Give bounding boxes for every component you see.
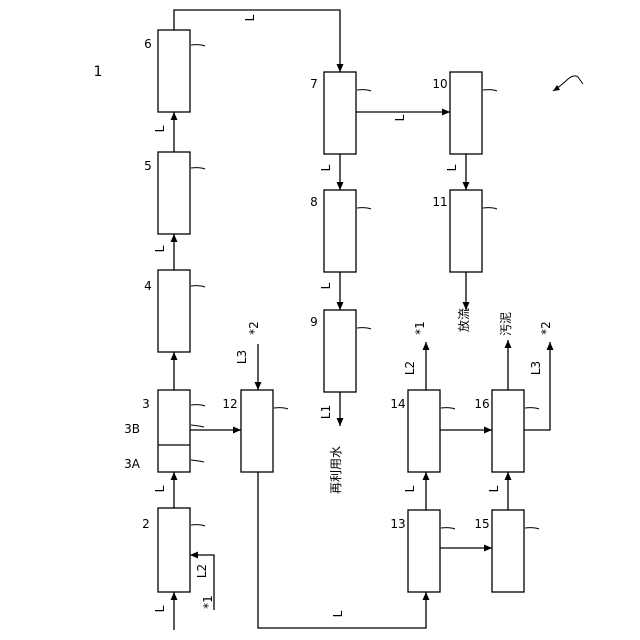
figure-ref-label: 1 — [94, 64, 103, 80]
label-L-10-11: L — [445, 164, 459, 171]
output-reuse-water: 再利用水 — [329, 446, 343, 494]
box-7 — [324, 72, 356, 154]
marker-1-out: *1 — [413, 321, 427, 335]
marker-2-in: *2 — [247, 321, 261, 335]
label-box-5: 5 — [144, 159, 152, 173]
box-9 — [324, 310, 356, 392]
label-L-bottom: L — [331, 610, 345, 617]
box-10 — [450, 72, 482, 154]
label-L-top: L — [243, 14, 257, 21]
label-L-2-3: L — [153, 485, 167, 492]
label-box-11: 11 — [432, 195, 447, 209]
label-L-15-16: L — [487, 485, 501, 492]
box-3 — [158, 390, 190, 472]
label-L1: L1 — [319, 405, 333, 419]
box-12 — [241, 390, 273, 472]
output-sludge: 汚泥 — [499, 312, 513, 336]
label-box-10: 10 — [432, 77, 447, 91]
box-11 — [450, 190, 482, 272]
label-L-7-10: L — [393, 114, 407, 121]
flow-16-L3-out — [524, 342, 550, 430]
output-discharge: 放流 — [456, 308, 471, 332]
label-box-9: 9 — [310, 315, 318, 329]
box-4 — [158, 270, 190, 352]
box-13 — [408, 510, 440, 592]
marker-2-out: *2 — [539, 321, 553, 335]
marker-1-inlet: *1 — [201, 595, 215, 609]
box-14 — [408, 390, 440, 472]
label-box-3B: 3B — [124, 422, 140, 436]
box-15 — [492, 510, 524, 592]
label-L-7-8: L — [319, 164, 333, 171]
label-L-inlet: L — [153, 605, 167, 612]
label-box-8: 8 — [310, 195, 318, 209]
box-16 — [492, 390, 524, 472]
label-box-12: 12 — [222, 397, 237, 411]
label-box-6: 6 — [144, 37, 152, 51]
label-L-13-14: L — [403, 485, 417, 492]
label-box-15: 15 — [474, 517, 489, 531]
label-L-4-5: L — [153, 245, 167, 252]
label-box-3A: 3A — [124, 457, 141, 471]
label-L2-inlet: L2 — [195, 564, 209, 578]
box-8 — [324, 190, 356, 272]
label-L-8-9: L — [319, 282, 333, 289]
box-6 — [158, 30, 190, 112]
box-5 — [158, 152, 190, 234]
label-box-7: 7 — [310, 77, 318, 91]
label-box-2: 2 — [142, 517, 150, 531]
label-box-13: 13 — [390, 517, 405, 531]
label-box-3: 3 — [142, 397, 150, 411]
box-2 — [158, 508, 190, 592]
flow-12-to-13 — [258, 472, 426, 628]
label-box-14: 14 — [390, 397, 405, 411]
label-box-16: 16 — [474, 397, 489, 411]
label-L3-in: L3 — [235, 350, 249, 364]
label-L3-out: L3 — [529, 361, 543, 375]
label-box-4: 4 — [144, 279, 152, 293]
label-L-5-6: L — [153, 125, 167, 132]
label-L2-out: L2 — [403, 361, 417, 375]
flow-6-to-7 — [174, 10, 340, 72]
